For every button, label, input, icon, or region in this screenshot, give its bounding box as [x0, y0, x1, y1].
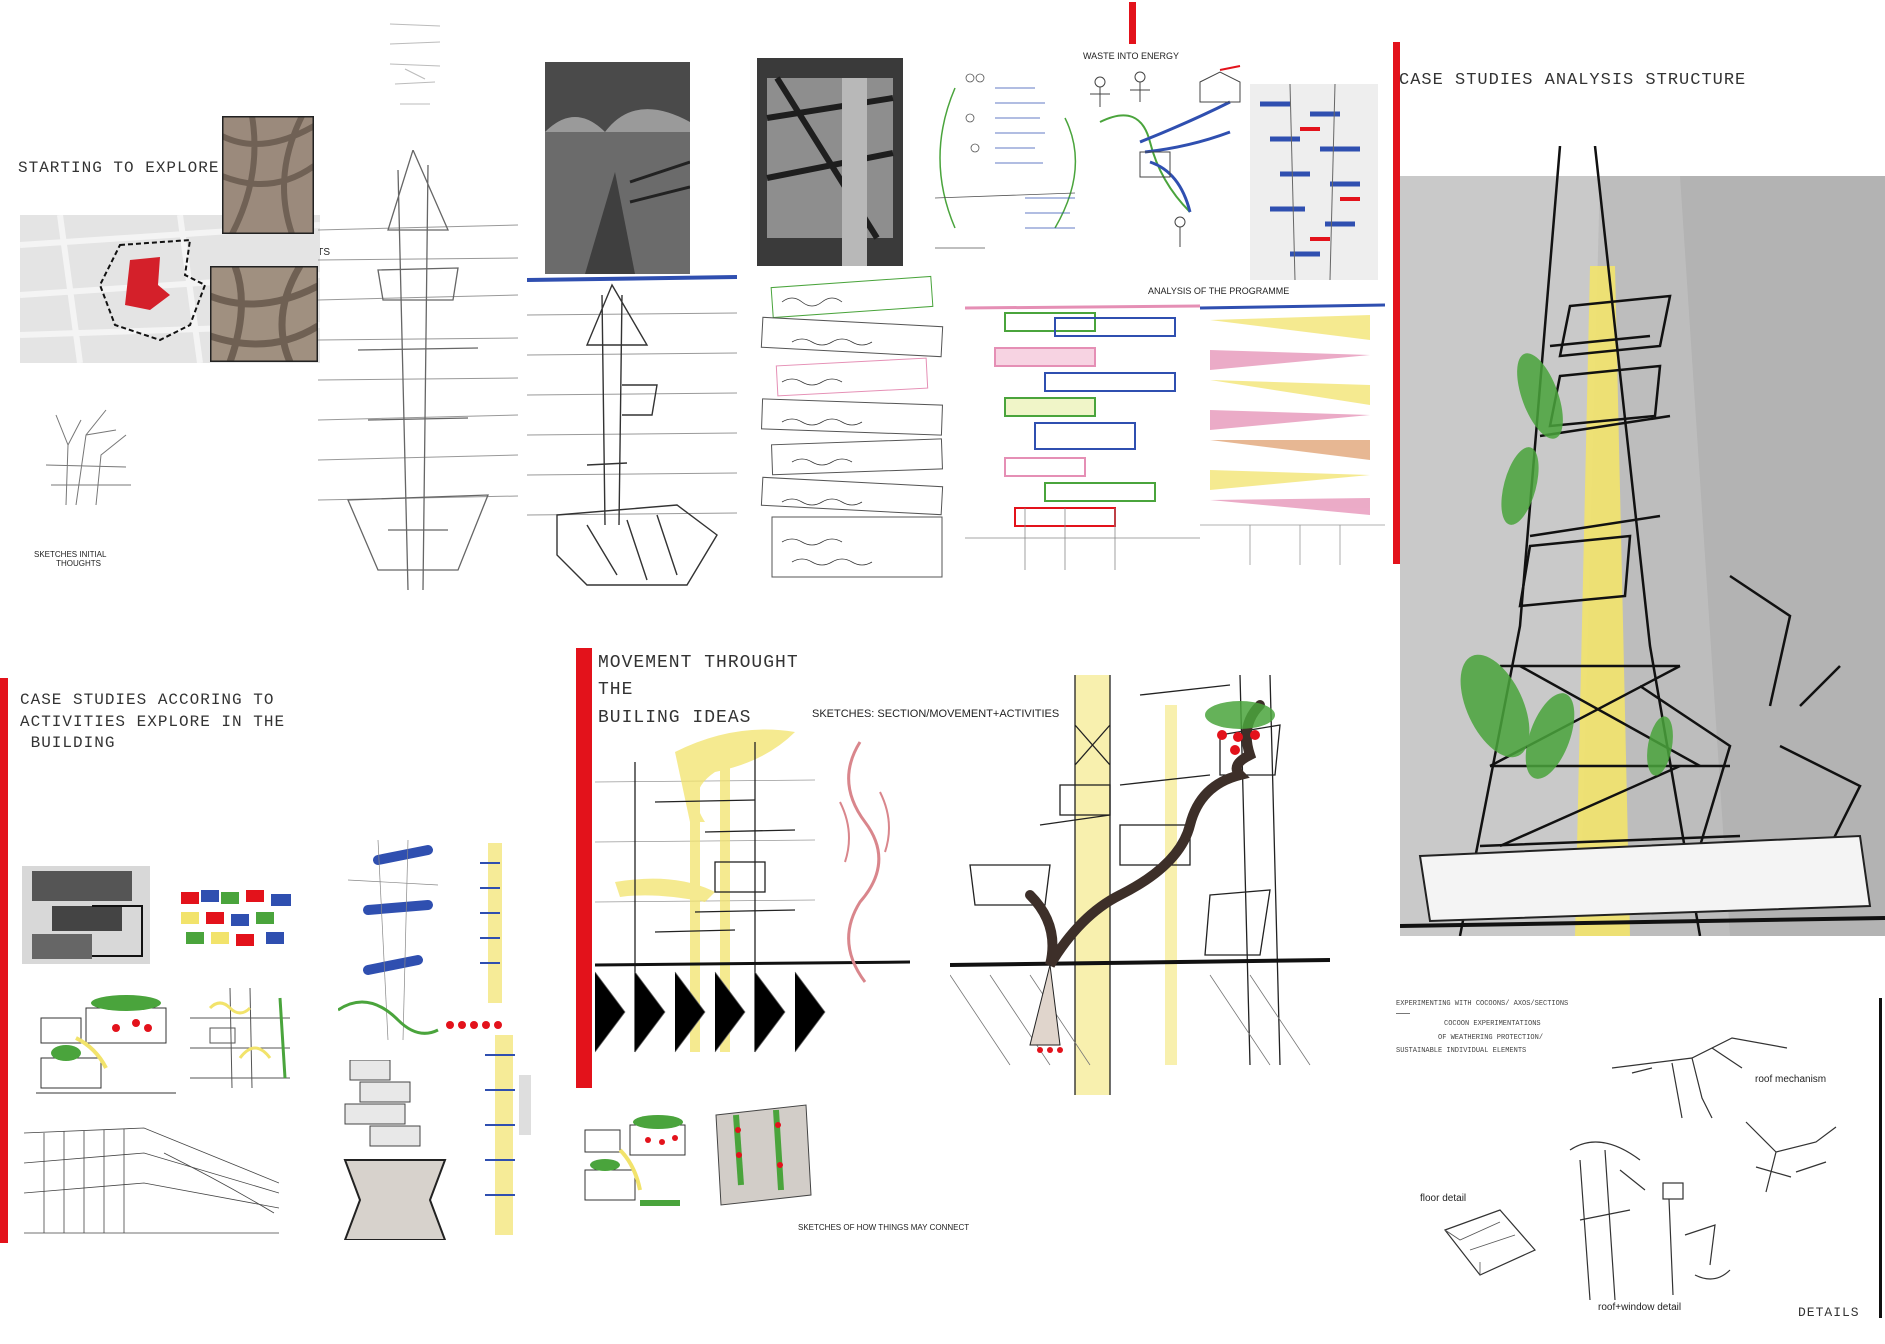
roof-window-sketch-2 [1655, 1175, 1745, 1305]
colored-bars-drawing [1250, 84, 1378, 280]
experiment-note-1: EXPERIMENTING WITH COCOONS/ AXOS/SECTION… [1396, 1000, 1569, 1008]
programme-sketch-text [752, 272, 960, 590]
floor-detail-drawing [1444, 1209, 1536, 1276]
experiment-notes: EXPERIMENTING WITH COCOONS/ AXOS/SECTION… [1396, 998, 1568, 1058]
caption-roof-mechanism: roof mechanism [1755, 1074, 1827, 1085]
tower-sketch-2-drawing [527, 275, 737, 586]
structure-tower-drawing [1400, 146, 1885, 936]
caption-sketches-section: SKETCHES: SECTION/MOVEMENT+ACTIVITIES [812, 708, 1060, 720]
yellow-column-2-drawing [485, 1035, 531, 1235]
caption-sketches-connect: SKETCHES OF HOW THINGS MAY CONNECT [798, 1223, 970, 1232]
waste-energy-drawing [1090, 65, 1241, 247]
accent-bar-movement [576, 648, 592, 1088]
waste-energy-sketch [1080, 62, 1250, 252]
roof-mechanism-drawing [1612, 1037, 1788, 1119]
movement-section-2-drawing [950, 674, 1330, 1095]
caption-analysis-programme: ANALYSIS OF THE PROGRAMME [1148, 286, 1290, 296]
roof-window-2-drawing [1662, 1182, 1731, 1296]
forest-photo [545, 62, 690, 274]
programme-analysis-triangles [1200, 300, 1385, 565]
activities-section-2-drawing [190, 988, 290, 1088]
stacked-volumes-sketch [340, 1060, 450, 1240]
connect-1-drawing [584, 1115, 686, 1206]
title-details: DETAILS [1798, 1305, 1860, 1320]
red-dots-strip [440, 1015, 520, 1035]
tree-roots-photo-1 [222, 116, 314, 234]
details-rule [1879, 998, 1882, 1318]
connect-sketch-1 [580, 1110, 690, 1210]
activities-color-blocks [176, 882, 298, 954]
red-dots-drawing [446, 1021, 502, 1029]
blue-bands-drawing [338, 840, 439, 1040]
activities-section-sketch-2 [190, 988, 300, 1088]
connect-sketch-2 [706, 1095, 816, 1210]
activities-section-1-drawing [36, 995, 176, 1094]
roof-window-sketch-3 [1736, 1112, 1846, 1207]
tower-sketch-1 [318, 150, 518, 590]
title-case-studies-structure: CASE STUDIES ANALYSIS STRUCTURE [1399, 71, 1747, 90]
tree-roots-photo-2 [210, 266, 318, 362]
roof-window-sketch-1 [1560, 1130, 1650, 1305]
programme-sketch-drawing [760, 275, 944, 578]
notes-sketch-drawing [934, 73, 1077, 249]
yellow-column-1-drawing [480, 843, 502, 1003]
activities-section-sketch-1 [36, 988, 176, 1098]
connect-2-drawing [715, 1104, 812, 1206]
experiment-note-3: OF WEATHERING PROTECTION/ [1438, 1033, 1544, 1042]
caption-roof-window-detail: roof+window detail [1598, 1302, 1682, 1313]
programme-rectangles-drawing [965, 304, 1200, 570]
activities-perspective-sketch [24, 1123, 279, 1241]
title-starting-to-explore: STARTING TO EXPLORE [18, 159, 220, 177]
experiment-note-rule [1396, 1013, 1410, 1015]
title-movement: MOVEMENT THROUGHT THE BUILING IDEAS [598, 653, 799, 728]
movement-section-1-drawing [595, 729, 910, 1053]
bridge-photo [757, 58, 903, 266]
accent-bar-activities [0, 678, 8, 1243]
perspective-drawing [24, 1127, 279, 1234]
stacked-volumes-drawing [343, 1060, 447, 1240]
bridge-photo-render [757, 58, 903, 266]
accent-bar-top [1129, 2, 1136, 44]
color-blocks-drawing [181, 890, 291, 946]
roots-texture-2 [210, 266, 318, 362]
yellow-column-sketch-1 [470, 843, 520, 1003]
tower-sketch-1-drawing [318, 150, 518, 590]
roof-mechanism-sketch [1612, 1028, 1792, 1123]
blue-bands-sketch [338, 840, 448, 1040]
movement-section-sketch-2 [950, 665, 1330, 1095]
accent-bar-structure [1393, 42, 1400, 564]
programme-analysis-rectangles [965, 288, 1200, 570]
yellow-column-sketch-2 [475, 1035, 535, 1235]
faint-sketch-top [385, 14, 445, 114]
initial-tree-sketch [46, 405, 136, 505]
activities-photo-drawing [22, 866, 150, 964]
programme-triangles-drawing [1200, 303, 1385, 565]
activities-building-photo [22, 866, 150, 964]
roof-window-3-drawing [1745, 1121, 1837, 1193]
caption-floor-detail: floor detail [1420, 1193, 1467, 1204]
floor-detail-sketch [1440, 1200, 1540, 1280]
caption-waste-into-energy: WASTE INTO ENERGY [1083, 51, 1180, 61]
structure-tower-render [1400, 146, 1885, 936]
title-case-studies-activities: CASE STUDIES ACCORING TO ACTIVITIES EXPL… [20, 691, 286, 753]
caption-sketches-initial: SKETCHES INITIAL THOUGHTS [34, 550, 107, 569]
movement-section-sketch-1 [595, 722, 910, 1057]
experiment-note-2: COCOON EXPERIMENTATIONS [1444, 1020, 1541, 1029]
roots-texture-1 [222, 116, 314, 234]
forest-photo-render [545, 62, 690, 274]
tree-sketch-drawing [46, 409, 131, 505]
experiment-note-4: SUSTAINABLE INDIVIDUAL ELEMENTS [1396, 1046, 1527, 1055]
colored-bars-sketch [1250, 84, 1378, 280]
tower-sketch-2 [527, 275, 737, 595]
roof-window-1-drawing [1569, 1141, 1646, 1301]
faint-sketch-drawing [389, 23, 441, 105]
notes-sketch [925, 58, 1085, 273]
